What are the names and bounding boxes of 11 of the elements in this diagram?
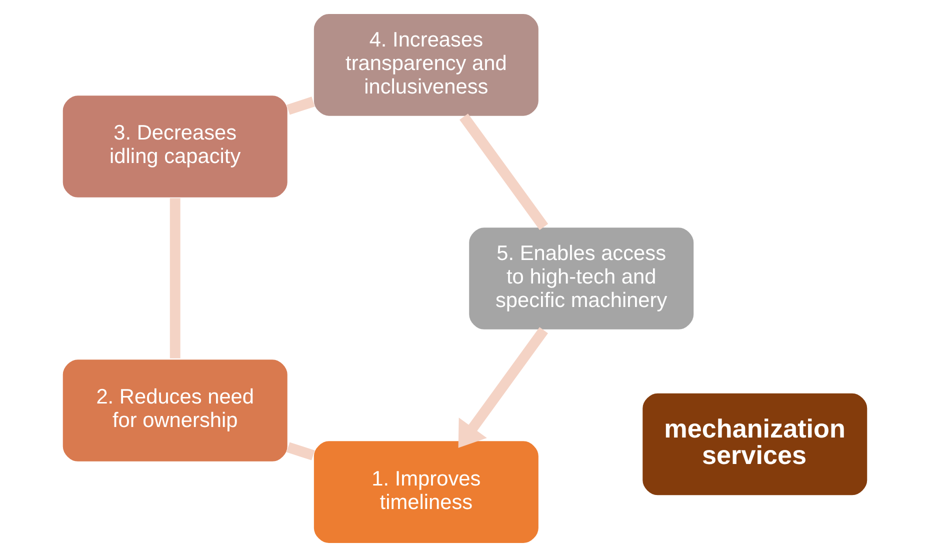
node-box: 4. Increases transparency and inclusiveness bbox=[312, 12, 540, 118]
connector bbox=[286, 96, 315, 115]
node-box: 2. Reduces need for ownership bbox=[62, 358, 289, 463]
arrow bbox=[458, 327, 548, 448]
connector bbox=[286, 442, 315, 460]
node-box: 3. Decreases idling capacity bbox=[62, 94, 289, 199]
connector bbox=[460, 114, 548, 230]
node-box: 1. Improves timeliness bbox=[312, 440, 540, 544]
node-box: 5. Enables access to high-tech and specific machinery bbox=[468, 226, 695, 331]
node-box: mechanization services bbox=[641, 392, 868, 496]
connector bbox=[170, 198, 180, 358]
